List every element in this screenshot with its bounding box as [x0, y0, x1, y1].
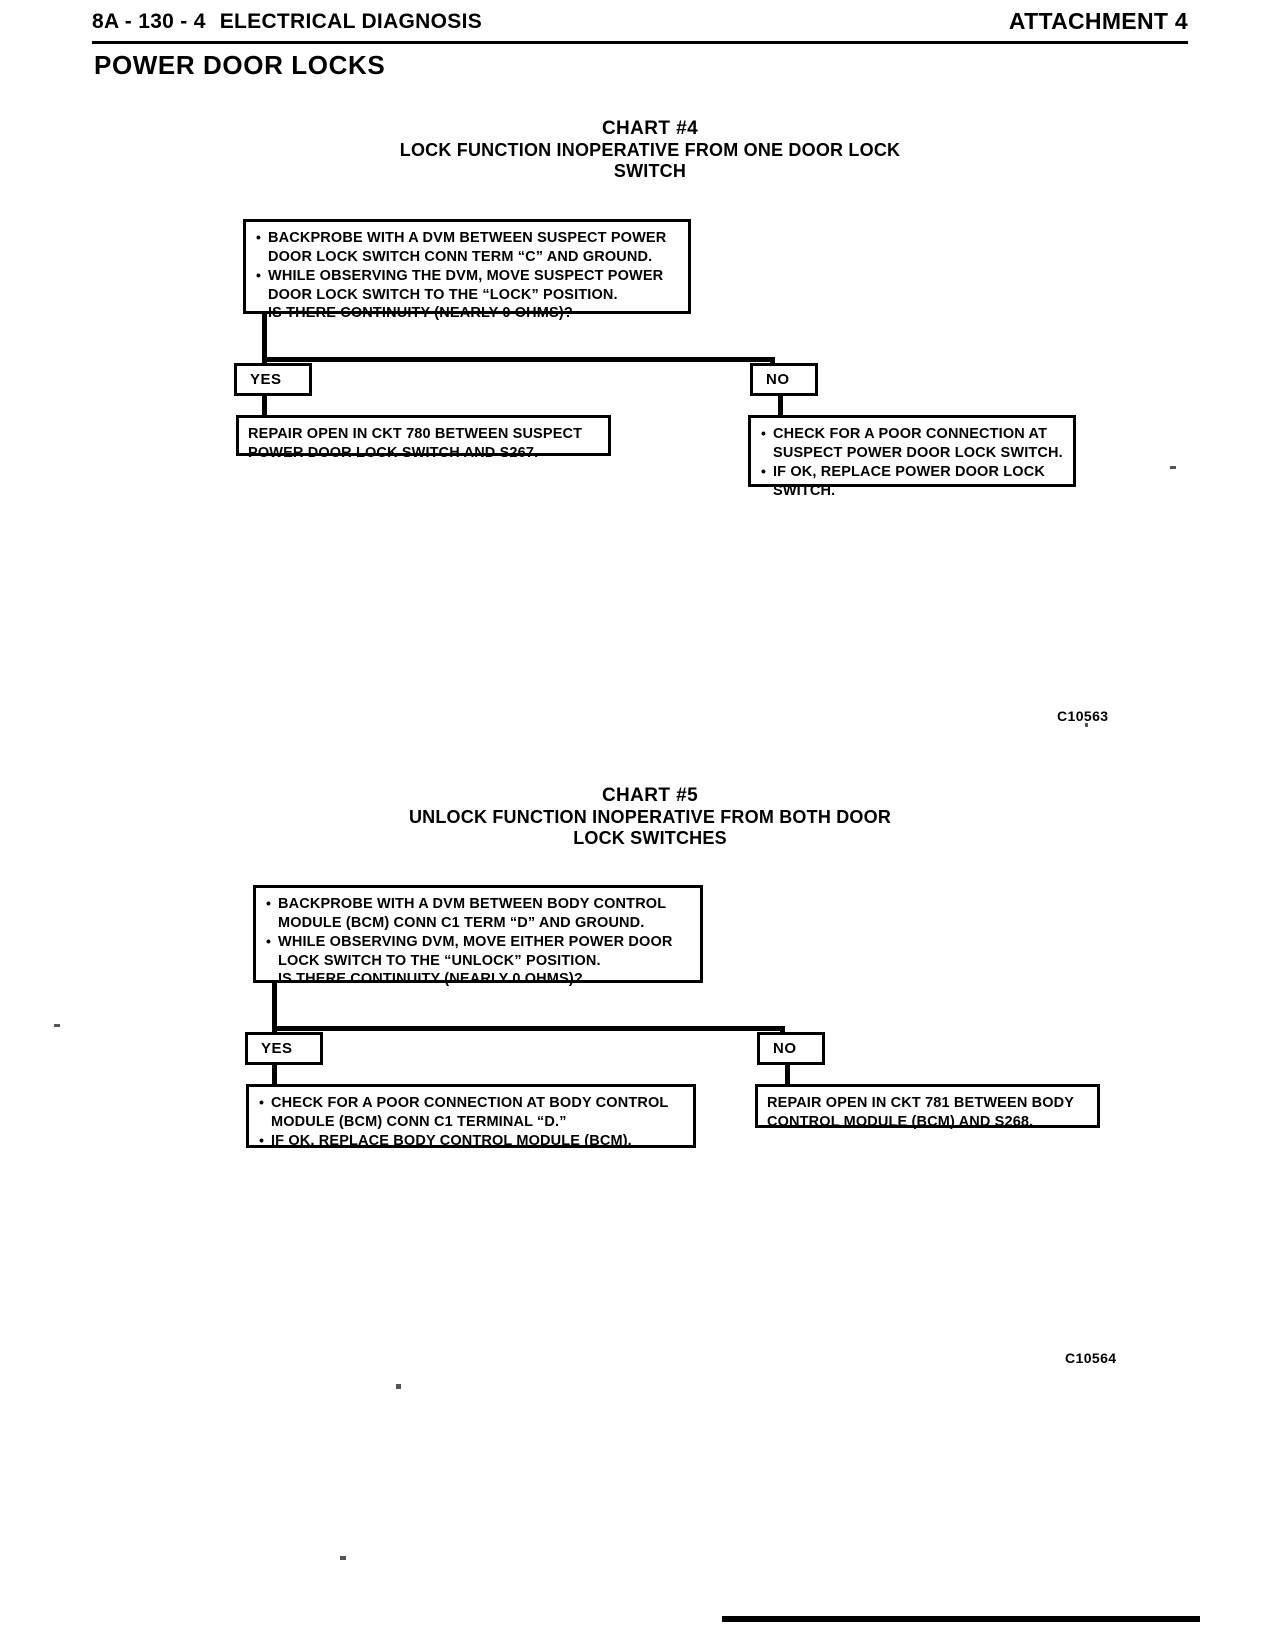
chart-4-no-result-b2-l1: IF OK, REPLACE POWER DOOR LOCK	[773, 463, 1045, 480]
chart-4-no-result-bullet-2: IF OK, REPLACE POWER DOOR LOCK SWITCH.	[760, 462, 1065, 501]
chart-5-decision-box: BACKPROBE WITH A DVM BETWEEN BODY CONTRO…	[253, 885, 703, 987]
chart-4-yes-connector	[262, 396, 267, 417]
header-left: 8A - 130 - 4 ELECTRICAL DIAGNOSIS	[92, 10, 482, 34]
chart-5-decision-list: BACKPROBE WITH A DVM BETWEEN BODY CONTRO…	[265, 894, 692, 990]
chart-5-no-result-l1: REPAIR OPEN IN CKT 781 BETWEEN BODY	[767, 1095, 1075, 1111]
scan-speck-5	[340, 1556, 346, 1560]
chart-4-yes-result-box: REPAIR OPEN IN CKT 780 BETWEEN SUSPECT P…	[236, 415, 611, 461]
chart-5-decision-b2-l3: IS THERE CONTINUITY (NEARLY 0 OHMS)?	[278, 971, 583, 988]
chart-4-decision-bullet-2: WHILE OBSERVING THE DVM, MOVE SUSPECT PO…	[255, 266, 680, 324]
chart-4-no-label: NO	[766, 371, 790, 388]
chart-4-decision-bullet-1: BACKPROBE WITH A DVM BETWEEN SUSPECT POW…	[255, 228, 680, 267]
chart-5-yes-result-bullet-2: IF OK, REPLACE BODY CONTROL MODULE (BCM)…	[258, 1131, 685, 1151]
chart-4-subtitle-line1: LOCK FUNCTION INOPERATIVE FROM ONE DOOR …	[399, 140, 901, 161]
chart-4-decision-box: BACKPROBE WITH A DVM BETWEEN SUSPECT POW…	[243, 219, 691, 321]
chart-5-yes-result-list: CHECK FOR A POOR CONNECTION AT BODY CONT…	[258, 1093, 685, 1151]
chart-5-yes-result-bullet-1: CHECK FOR A POOR CONNECTION AT BODY CONT…	[258, 1093, 685, 1132]
chart-4-decision-list: BACKPROBE WITH A DVM BETWEEN SUSPECT POW…	[255, 228, 680, 324]
chart-5-title: CHART #5	[601, 785, 699, 806]
chart-4-decision-b1-l1: BACKPROBE WITH A DVM BETWEEN SUSPECT POW…	[268, 230, 667, 246]
chart-5-stem-down	[272, 983, 277, 1030]
chart-4-no-result-b2-l2: SWITCH.	[773, 482, 836, 499]
chart-4-decision-b2-l1: WHILE OBSERVING THE DVM, MOVE SUSPECT PO…	[268, 267, 664, 284]
attachment-label: ATTACHMENT 4	[1008, 8, 1188, 34]
chart-4-title-block: CHART #4 LOCK FUNCTION INOPERATIVE FROM …	[290, 118, 1010, 182]
scan-speck-4	[396, 1384, 401, 1389]
header-divider	[92, 41, 1188, 44]
scan-speck-1	[1170, 466, 1176, 469]
chart-5-no-result-l2: CONTROL MODULE (BCM) AND S268.	[767, 1113, 1034, 1130]
chart-4-no-result-b1-l2: SUSPECT POWER DOOR LOCK SWITCH.	[773, 444, 1063, 461]
chart-4-yes-result-l2: POWER DOOR LOCK SWITCH AND S267.	[248, 444, 539, 461]
chart-5-no-box: NO	[757, 1032, 825, 1065]
chart-4-branch-horizontal	[262, 357, 775, 362]
chart-4-figure-ref: C10563	[1057, 708, 1109, 724]
chart-4-no-result-list: CHECK FOR A POOR CONNECTION AT SUSPECT P…	[760, 424, 1065, 501]
chart-5-yes-result-b1-l2: MODULE (BCM) CONN C1 TERMINAL “D.”	[271, 1113, 567, 1130]
page-folio: 8A - 130 - 4	[92, 10, 206, 33]
chart-4-no-connector	[778, 396, 783, 417]
chart-5-yes-drop	[272, 1026, 277, 1034]
chart-5-subtitle-line1: UNLOCK FUNCTION INOPERATIVE FROM BOTH DO…	[408, 807, 892, 828]
chart-4-stem-down	[262, 314, 267, 361]
chart-4-no-box: NO	[750, 363, 818, 396]
chart-5-decision-b1-l1: BACKPROBE WITH A DVM BETWEEN BODY CONTRO…	[278, 896, 667, 912]
chart-5-no-connector	[785, 1065, 790, 1086]
chart-5-yes-result-b1-l1: CHECK FOR A POOR CONNECTION AT BODY CONT…	[271, 1095, 669, 1111]
section-title: POWER DOOR LOCKS	[94, 50, 386, 80]
chart-4-yes-result-text: REPAIR OPEN IN CKT 780 BETWEEN SUSPECT P…	[248, 425, 600, 463]
page-header: 8A - 130 - 4 ELECTRICAL DIAGNOSIS ATTACHM…	[92, 8, 1188, 46]
chart-5-yes-connector	[272, 1065, 277, 1086]
chart-4-yes-drop	[262, 357, 267, 365]
scan-speck-2	[54, 1024, 60, 1027]
chart-5-no-drop	[780, 1026, 785, 1034]
chart-4-no-drop	[770, 357, 775, 365]
chart-5-yes-result-box: CHECK FOR A POOR CONNECTION AT BODY CONT…	[246, 1084, 696, 1151]
chart-4-no-result-b1-l1: CHECK FOR A POOR CONNECTION AT	[773, 426, 1048, 442]
chart-5-decision-b2-l2: LOCK SWITCH TO THE “UNLOCK” POSITION.	[278, 952, 601, 969]
chart-5-decision-bullet-1: BACKPROBE WITH A DVM BETWEEN BODY CONTRO…	[265, 894, 692, 933]
chart-5-decision-b2-l1: WHILE OBSERVING DVM, MOVE EITHER POWER D…	[278, 933, 673, 950]
chart-4-yes-label: YES	[250, 371, 282, 388]
footer-bar	[722, 1616, 1200, 1622]
chart-5-yes-result-b2-l1: IF OK, REPLACE BODY CONTROL MODULE (BCM)…	[271, 1132, 632, 1149]
chart-4-no-result-bullet-1: CHECK FOR A POOR CONNECTION AT SUSPECT P…	[760, 424, 1065, 463]
chart-5-branch-horizontal	[272, 1026, 785, 1031]
chart-5-yes-label: YES	[261, 1040, 293, 1057]
chart-5-decision-b1-l2: MODULE (BCM) CONN C1 TERM “D” AND GROUND…	[278, 914, 645, 931]
chart-4-decision-b2-l2: DOOR LOCK SWITCH TO THE “LOCK” POSITION.	[268, 286, 618, 303]
chart-5-figure-ref: C10564	[1065, 1350, 1117, 1366]
chart-5-title-block: CHART #5 UNLOCK FUNCTION INOPERATIVE FRO…	[290, 785, 1010, 849]
chart-4-decision-b1-l2: DOOR LOCK SWITCH CONN TERM “C” AND GROUN…	[268, 248, 653, 265]
scan-speck-3	[1085, 723, 1088, 727]
chart-5-subtitle-line2: LOCK SWITCHES	[573, 827, 727, 848]
page-title: ELECTRICAL DIAGNOSIS	[219, 10, 483, 33]
chart-4-no-result-box: CHECK FOR A POOR CONNECTION AT SUSPECT P…	[748, 415, 1076, 499]
chart-4-yes-box: YES	[234, 363, 312, 396]
chart-5-no-result-text: REPAIR OPEN IN CKT 781 BETWEEN BODY CONT…	[767, 1094, 1089, 1132]
chart-4-yes-result-l1: REPAIR OPEN IN CKT 780 BETWEEN SUSPECT	[248, 426, 583, 442]
chart-5-no-label: NO	[773, 1040, 797, 1057]
chart-5-no-result-box: REPAIR OPEN IN CKT 781 BETWEEN BODY CONT…	[755, 1084, 1100, 1130]
chart-5-decision-bullet-2: WHILE OBSERVING DVM, MOVE EITHER POWER D…	[265, 932, 692, 990]
chart-4-subtitle-line2: SWITCH	[613, 160, 687, 181]
chart-4-decision-b2-l3: IS THERE CONTINUITY (NEARLY 0 OHMS)?	[268, 305, 573, 322]
chart-5-yes-box: YES	[245, 1032, 323, 1065]
chart-4-title: CHART #4	[601, 118, 699, 139]
